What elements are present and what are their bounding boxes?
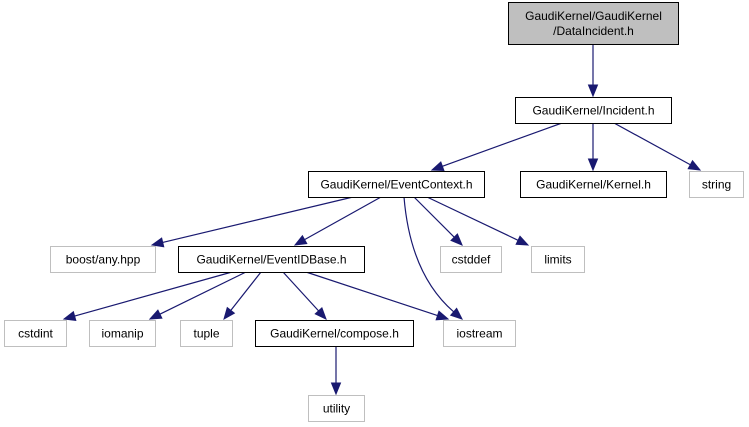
edge-line [403,196,455,313]
node-label: limits [544,253,571,267]
node-box [178,246,365,273]
node-string: string [689,171,744,198]
node-label: GaudiKernel/EventContext.h [320,178,472,192]
node-compose[interactable]: GaudiKernel/compose.h [255,320,414,347]
node-box [50,246,156,273]
node-box [308,171,485,198]
edge-line [162,196,354,244]
node-label: iostream [456,327,502,341]
edge-eventidbase-to-compose [282,271,327,320]
arrowhead-icon [515,235,530,246]
node-box [255,320,414,347]
edge-line [613,122,691,166]
arrowhead-icon [314,306,327,320]
edge-line [304,196,382,241]
edge-line [159,271,247,315]
arrowhead-icon [587,84,599,98]
arrowhead-icon [435,310,450,321]
edge-dataincident-to-incident [587,44,599,98]
arrowhead-icon [148,309,163,320]
node-label: boost/any.hpp [66,253,141,267]
edge-eventidbase-to-iostream [305,271,450,321]
arrowhead-icon [150,237,165,248]
edge-eventidbase-to-cstdint [62,271,233,321]
node-label: GaudiKernel/EventIDBase.h [196,253,346,267]
node-eventcontext[interactable]: GaudiKernel/EventContext.h [308,171,485,198]
node-box [89,320,156,347]
node-label: tuple [193,327,219,341]
arrowhead-icon [223,306,236,321]
edge-eventcontext-to-boostany [150,196,354,248]
node-label: GaudiKernel/Incident.h [532,104,654,118]
node-label: utility [323,402,350,416]
edge-line [230,271,262,311]
edge-eventcontext-to-iostream [403,196,463,320]
node-limits: limits [531,246,585,273]
edge-eventcontext-to-limits [426,196,530,246]
node-box [180,320,233,347]
edge-line [413,196,455,238]
node-label: GaudiKernel/compose.h [270,327,399,341]
node-incident[interactable]: GaudiKernel/Incident.h [515,97,672,124]
edge-eventidbase-to-iomanip [148,271,247,320]
arrowhead-icon [430,161,445,172]
edge-line [74,271,233,317]
node-label: cstdint [18,327,53,341]
node-dataincident: GaudiKernel/GaudiKernel/DataIncident.h [508,2,679,45]
node-label: GaudiKernel/GaudiKernel [525,9,662,23]
node-cstddef: cstddef [440,246,502,273]
node-label: cstddef [452,253,491,267]
node-utility: utility [308,395,365,422]
arrowhead-icon [450,233,463,246]
edges-layer [62,44,702,396]
arrowhead-icon [62,310,77,321]
edge-line [442,122,563,167]
node-box [508,2,679,45]
edge-incident-to-string [613,122,702,171]
node-boostany: boost/any.hpp [50,246,156,273]
edge-eventcontext-to-cstddef [413,196,463,246]
node-eventidbase[interactable]: GaudiKernel/EventIDBase.h [178,246,365,273]
node-box [4,320,67,347]
arrowhead-icon [293,234,308,246]
node-box [440,246,502,273]
node-tuple: tuple [180,320,233,347]
edge-line [282,271,320,312]
node-box [443,320,516,347]
node-box [515,97,672,124]
node-label: string [702,178,731,192]
node-label: /DataIncident.h [553,24,634,38]
node-kernel[interactable]: GaudiKernel/Kernel.h [520,171,667,198]
arrowhead-icon [449,307,463,320]
node-iomanip: iomanip [89,320,156,347]
node-cstdint: cstdint [4,320,67,347]
edge-line [426,196,519,241]
edge-incident-to-kernel [587,123,599,172]
edge-eventcontext-to-eventidbase [293,196,382,246]
arrowhead-icon [587,158,599,172]
node-box [531,246,585,273]
node-label: iomanip [101,327,143,341]
node-box [520,171,667,198]
nodes-layer: GaudiKernel/GaudiKernel/DataIncident.hGa… [4,2,744,422]
edge-eventidbase-to-tuple [223,271,262,321]
edge-incident-to-eventcontext [430,122,563,172]
node-box [689,171,744,198]
node-iostream: iostream [443,320,516,347]
edge-compose-to-utility [330,346,342,396]
node-label: GaudiKernel/Kernel.h [536,178,651,192]
edge-line [305,271,438,317]
arrowhead-icon [330,382,342,396]
node-box [308,395,365,422]
arrowhead-icon [687,159,702,171]
